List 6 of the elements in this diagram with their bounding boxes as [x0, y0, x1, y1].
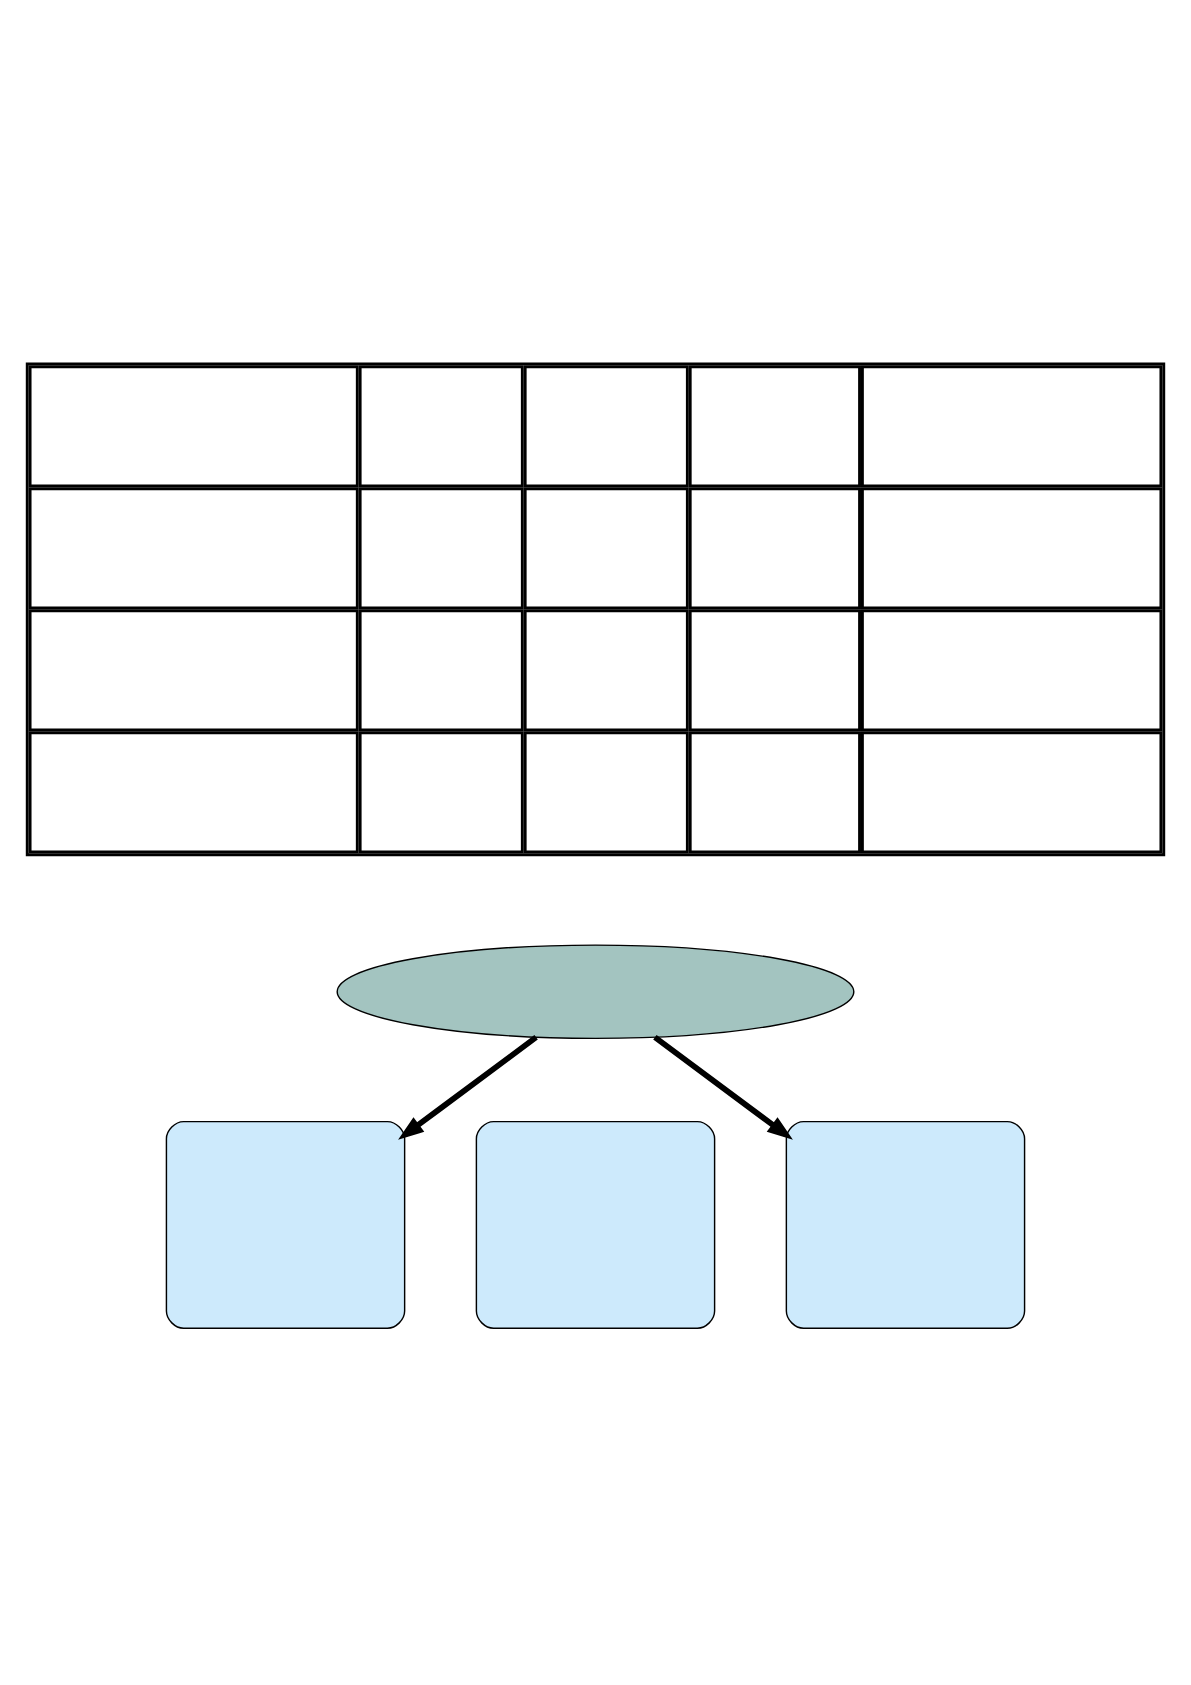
node-box [475, 1120, 716, 1329]
node-box [165, 1120, 406, 1329]
node-ellipse [336, 944, 855, 1040]
arrow [653, 1035, 793, 1140]
node-box [785, 1120, 1026, 1329]
arrow [398, 1035, 538, 1140]
